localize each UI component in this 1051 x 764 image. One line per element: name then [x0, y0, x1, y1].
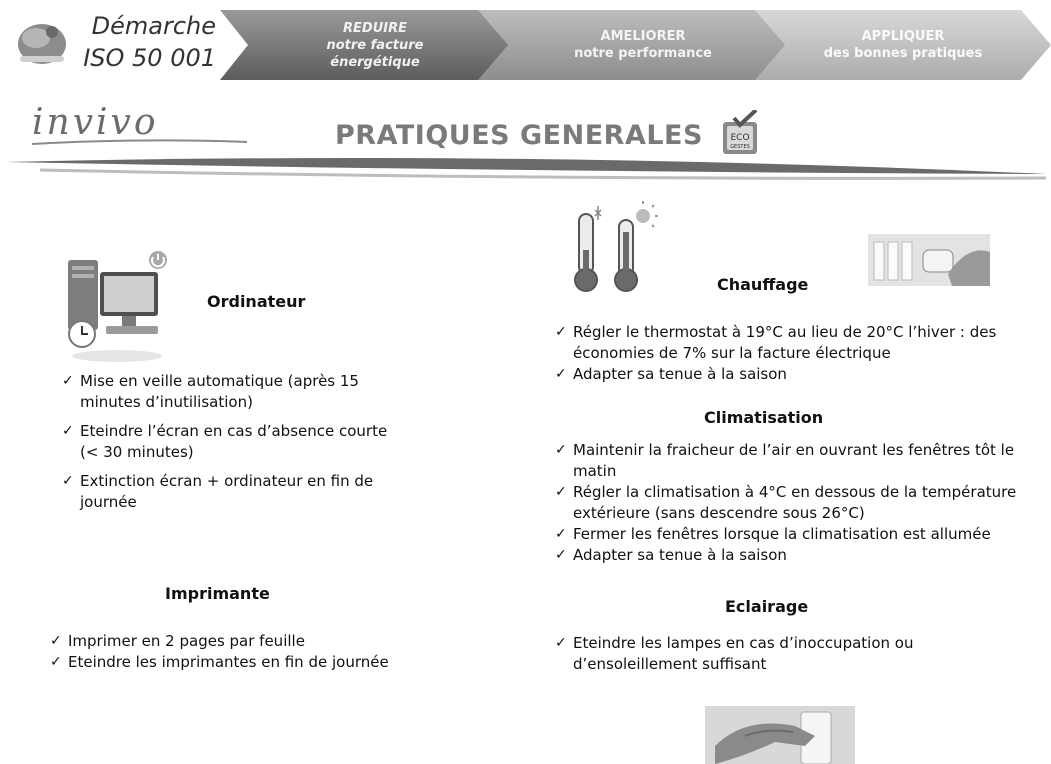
section-title-imprimante: Imprimante: [165, 584, 270, 603]
step-title: AMELIORER: [600, 29, 686, 44]
computer-icon: [68, 251, 167, 362]
radiator-valve-icon: [868, 234, 990, 286]
section-title-eclairage: Eclairage: [725, 597, 809, 616]
list-item: Régler la climatisation à 4°C en dessous…: [555, 482, 1045, 524]
section-title-climatisation: Climatisation: [704, 408, 824, 427]
step-title: APPLIQUER: [861, 29, 945, 44]
list-item: Fermer les fenêtres lorsque la climatisa…: [555, 524, 1045, 545]
step-title: REDUIRE: [343, 20, 407, 36]
invivo-logo: invivo: [32, 102, 248, 145]
list-item: Eteindre les imprimantes en fin de journ…: [50, 652, 450, 673]
light-switch-icon: [705, 706, 855, 764]
step-subtitle: notre facture: [326, 37, 424, 53]
list-item: Eteindre les lampes en cas d’inoccupatio…: [555, 633, 955, 675]
list-item: Extinction écran + ordinateur en fin de …: [62, 471, 402, 513]
gestes-label: GESTES: [730, 144, 750, 150]
step-appliquer: APPLIQUER des bonnes pratiques: [755, 10, 1051, 80]
page-title: PRATIQUES GENERALES: [335, 120, 703, 151]
step-subtitle: des bonnes pratiques: [823, 46, 983, 61]
list-item: Adapter sa tenue à la saison: [555, 364, 1045, 385]
section-title-chauffage: Chauffage: [717, 275, 809, 294]
eco-label: ECO: [730, 133, 749, 143]
step-reduire: REDUIRE notre facture énergétique: [220, 10, 530, 80]
list-item: Eteindre l’écran en cas d’absence courte…: [62, 421, 402, 463]
globe-icon: [18, 24, 66, 64]
list-item: Imprimer en 2 pages par feuille: [50, 631, 450, 652]
thermometer-icon: [574, 201, 658, 292]
logo-text: invivo: [32, 102, 159, 143]
demarche-block: Démarche ISO 50 001: [0, 6, 230, 76]
list-item: Mise en veille automatique (après 15 min…: [62, 371, 402, 413]
list-item: Régler le thermostat à 19°C au lieu de 2…: [555, 322, 1045, 364]
climatisation-list: Maintenir la fraicheur de l’air en ouvra…: [555, 440, 1045, 566]
chevron-shape: [478, 10, 803, 80]
ordinateur-list: Mise en veille automatique (après 15 min…: [62, 371, 402, 513]
step-subtitle: énergétique: [330, 54, 420, 70]
chevron-shape: [220, 10, 525, 80]
demarche-title: Démarche: [91, 12, 216, 40]
list-item: Maintenir la fraicheur de l’air en ouvra…: [555, 440, 1045, 482]
eclairage-list: Eteindre les lampes en cas d’inoccupatio…: [555, 633, 955, 675]
chauffage-list: Régler le thermostat à 19°C au lieu de 2…: [555, 322, 1045, 385]
list-item: Adapter sa tenue à la saison: [555, 545, 1045, 566]
eco-gestes-icon: ECO GESTES: [723, 110, 758, 154]
imprimante-list: Imprimer en 2 pages par feuille Eteindre…: [50, 631, 450, 673]
section-title-ordinateur: Ordinateur: [207, 292, 306, 311]
step-ameliorer: AMELIORER notre performance: [478, 10, 808, 80]
step-subtitle: notre performance: [574, 46, 712, 61]
chevron-shape: [755, 10, 1051, 80]
iso-label: ISO 50 001: [83, 44, 216, 72]
header-divider: [5, 158, 1047, 180]
